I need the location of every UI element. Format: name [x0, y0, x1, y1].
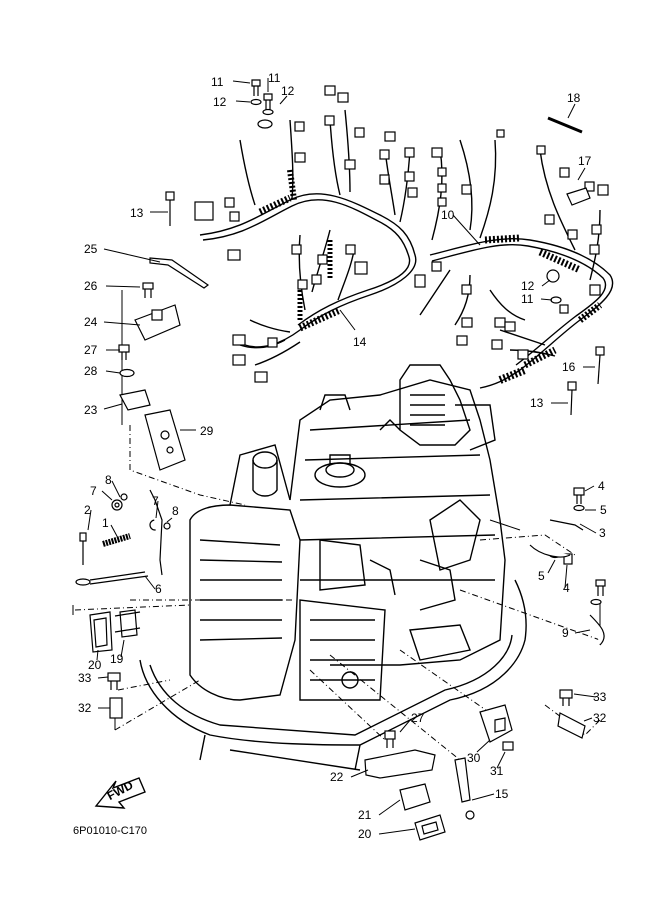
callout-3: 3 [599, 526, 606, 540]
callout-13: 13 [530, 396, 544, 410]
callout-12: 12 [281, 84, 295, 98]
callout-33: 33 [78, 671, 92, 685]
callout-5: 5 [600, 503, 607, 517]
callout-11: 11 [211, 75, 224, 89]
callout-9: 9 [562, 626, 569, 640]
callout-8: 8 [172, 504, 179, 518]
callout-15: 15 [495, 787, 509, 801]
callout-24: 24 [84, 315, 98, 329]
harness-connectors [194, 85, 609, 383]
callout-19: 19 [110, 652, 124, 666]
callout-5: 5 [538, 569, 545, 583]
callout-20: 20 [88, 658, 102, 672]
callout-32: 32 [78, 701, 92, 715]
callout-30: 30 [467, 751, 481, 765]
callout-31: 31 [490, 764, 504, 778]
callout-10: 10 [441, 208, 455, 222]
callout-28: 28 [84, 364, 98, 378]
callout-2: 2 [84, 503, 91, 517]
callout-leaders [87, 78, 597, 835]
callout-18: 18 [567, 91, 581, 105]
callout-8: 8 [105, 473, 112, 487]
callout-26: 26 [84, 279, 98, 293]
leader-lines [72, 290, 601, 761]
corrugated-tubes [258, 169, 603, 384]
callout-4: 4 [563, 581, 570, 595]
callout-25: 25 [84, 242, 98, 256]
callout-12: 12 [213, 95, 227, 109]
callout-14: 14 [353, 335, 367, 349]
callout-1: 1 [102, 516, 109, 530]
callout-7: 7 [152, 494, 159, 508]
callout-32: 32 [593, 711, 607, 725]
engine-block [139, 364, 527, 771]
callout-29: 29 [200, 424, 214, 438]
callout-11: 11 [268, 71, 281, 85]
callout-12: 12 [521, 279, 535, 293]
fwd-arrow-icon: FWD [94, 777, 146, 809]
callout-33: 33 [593, 690, 607, 704]
callout-20: 20 [358, 827, 372, 841]
callout-6: 6 [155, 582, 162, 596]
callout-23: 23 [84, 403, 98, 417]
callout-labels: 11 11 12 12 18 17 13 10 25 26 12 11 24 1… [78, 71, 607, 841]
callout-16: 16 [562, 360, 576, 374]
callout-7: 7 [90, 484, 97, 498]
callout-13: 13 [130, 206, 144, 220]
callout-17: 17 [578, 154, 592, 168]
callout-4: 4 [598, 479, 605, 493]
callout-21: 21 [358, 808, 372, 822]
wire-harness [199, 109, 614, 389]
small-parts [75, 79, 606, 841]
callout-27: 27 [411, 711, 425, 725]
callout-11: 11 [521, 292, 534, 306]
callout-22: 22 [330, 770, 344, 784]
diagram-code: 6P01010-C170 [73, 825, 147, 837]
callout-27: 27 [84, 343, 98, 357]
